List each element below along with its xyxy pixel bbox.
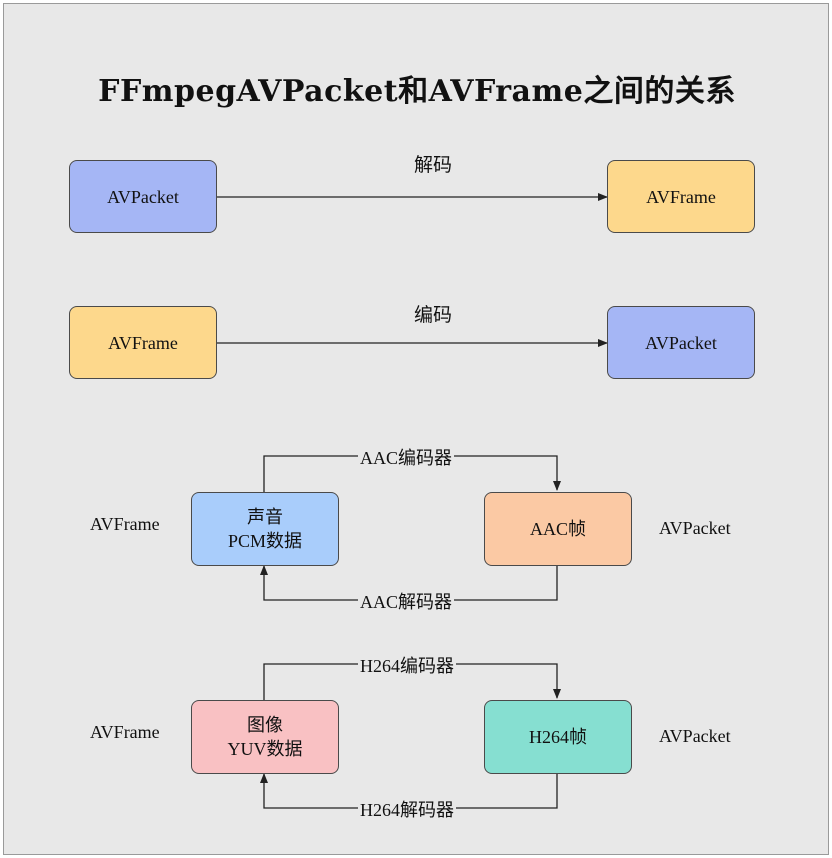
video-avpacket-label: AVPacket <box>659 726 731 746</box>
aac-frame-box: AAC帧 <box>484 492 632 566</box>
row2-avframe-box: AVFrame <box>69 306 217 379</box>
diagram-canvas: FFmpegAVPacket和AVFrame之间的关系 AVPacket 解码 … <box>3 3 829 855</box>
pcm-data-box: 声音 PCM数据 <box>191 492 339 566</box>
row2-avpacket-box: AVPacket <box>607 306 755 379</box>
audio-avpacket-label: AVPacket <box>659 518 731 538</box>
yuv-box-line2: YUV数据 <box>227 739 303 759</box>
diagram-title: FFmpegAVPacket和AVFrame之间的关系 <box>98 74 736 109</box>
row1-avframe-box: AVFrame <box>607 160 755 233</box>
encode-label: 编码 <box>414 305 453 326</box>
pcm-box-line2: PCM数据 <box>227 531 303 551</box>
h264-frame-box: H264帧 <box>484 700 632 774</box>
row1-avpacket-box: AVPacket <box>69 160 217 233</box>
h264-box-label: H264帧 <box>529 727 587 747</box>
yuv-data-box: 图像 YUV数据 <box>191 700 339 774</box>
pcm-box-line1: 声音 <box>247 507 283 527</box>
aac-encoder-label: AAC编码器 <box>358 444 455 470</box>
aac-decoder-label: AAC解码器 <box>358 588 455 614</box>
video-avframe-label: AVFrame <box>90 722 160 742</box>
h264-decoder-label: H264解码器 <box>358 796 456 822</box>
row2-right-label: AVPacket <box>645 332 717 353</box>
row1-right-label: AVFrame <box>646 186 716 207</box>
row2-left-label: AVFrame <box>108 332 178 353</box>
decode-label: 解码 <box>414 155 453 176</box>
yuv-box-line1: 图像 <box>247 715 283 735</box>
h264-encoder-label: H264编码器 <box>358 652 456 678</box>
row1-left-label: AVPacket <box>107 186 179 207</box>
aac-box-label: AAC帧 <box>529 519 586 539</box>
audio-avframe-label: AVFrame <box>90 514 160 534</box>
